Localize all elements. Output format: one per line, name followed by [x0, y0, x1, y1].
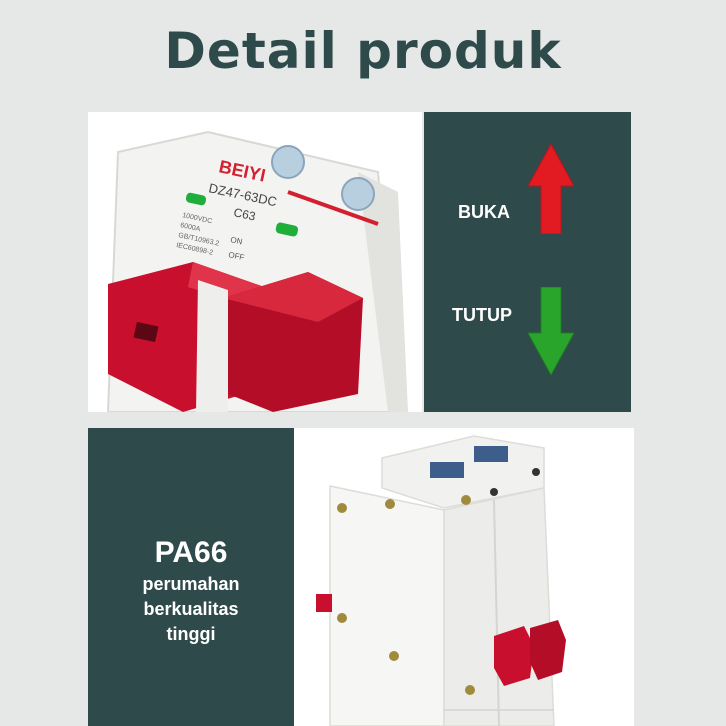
material-desc-line-3: tinggi — [166, 624, 216, 644]
breaker-side-photo — [294, 428, 634, 726]
on-marking: ON — [230, 235, 244, 246]
breaker-side-illustration — [316, 435, 566, 726]
material-desc-line-2: berkualitas — [143, 599, 239, 619]
up-arrow-icon — [528, 144, 574, 234]
page-title: Detail produk — [164, 22, 562, 80]
spec-line-2: 6000A — [180, 222, 202, 233]
open-close-panel: BUKA TUTUP — [424, 112, 631, 412]
material-panel: PA66 perumahan berkualitas tinggi — [88, 428, 294, 726]
close-label: TUTUP — [452, 305, 512, 325]
breaker-front-photo: BEIYI DZ47-63DC C63 1000VDC 6000A GB/T10… — [88, 112, 422, 412]
open-label: BUKA — [458, 202, 510, 222]
off-marking: OFF — [228, 250, 246, 262]
down-arrow-icon — [528, 287, 574, 375]
breaker-front-illustration: BEIYI DZ47-63DC C63 1000VDC 6000A GB/T10… — [106, 130, 408, 412]
material-name: PA66 — [154, 536, 228, 569]
material-desc-line-1: perumahan — [142, 574, 240, 594]
rating-label: C63 — [232, 205, 257, 223]
